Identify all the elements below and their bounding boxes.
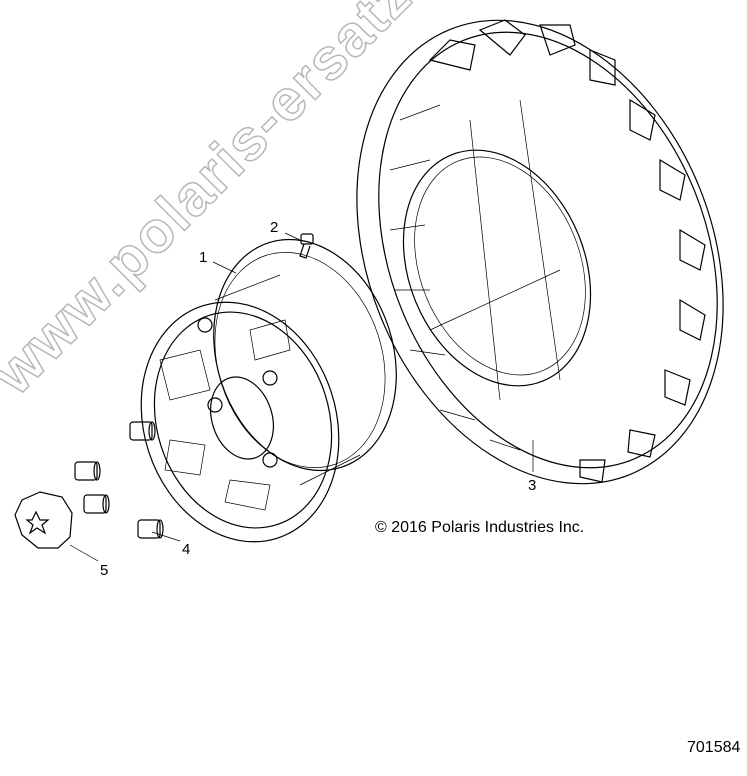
lug-nuts [74,421,164,539]
diagram-number: 701584 [687,739,741,756]
callout-5: 5 [100,562,109,579]
callout-1: 1 [199,249,208,266]
callout-2: 2 [270,219,279,236]
leader-lines [69,232,534,562]
wheel-rim [140,238,397,543]
tire-tread [389,19,706,483]
center-cap [14,491,73,549]
callout-4: 4 [182,541,191,558]
tire [356,19,724,485]
valve-stem [299,233,314,259]
callout-3: 3 [528,477,537,494]
copyright-text: © 2016 Polaris Industries Inc. [375,519,585,536]
